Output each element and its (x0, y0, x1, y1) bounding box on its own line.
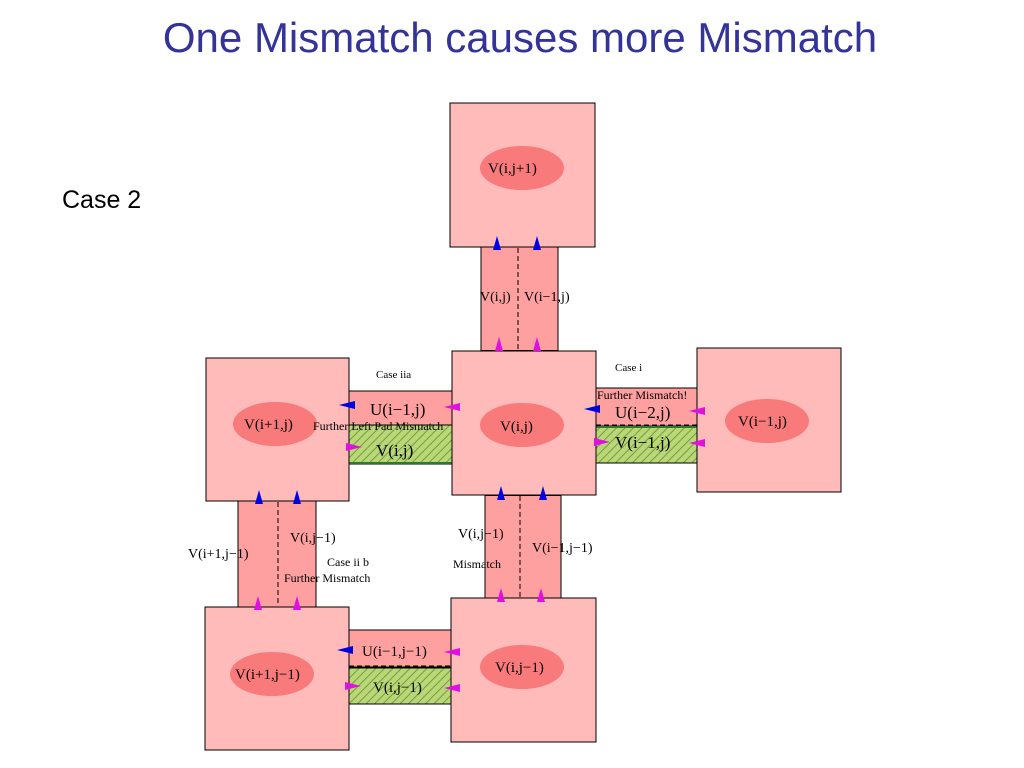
link-left-upper-label: U(i−1,j) (370, 400, 425, 419)
arrow-left-icon (337, 646, 353, 654)
annotation-case-iia: Case iia (376, 369, 411, 381)
cell-bottom-right-label: V(i,j−1) (495, 660, 544, 676)
arrow-left-icon (689, 407, 705, 415)
link-top-right-label: V(i−1,j) (524, 290, 570, 305)
arrow-left-icon (689, 439, 705, 447)
arrow-up-icon (495, 337, 503, 351)
cell-bottom-left-oval (230, 652, 314, 696)
link-left: V(i+1,j−1) V(i,j−1) (188, 500, 336, 608)
arrow-right-icon (594, 438, 610, 446)
annotation-further-mismatch: Further Mismatch (284, 571, 370, 585)
cell-bottom-right-oval (480, 645, 564, 689)
link-bottom-left-label: V(i,j−1) (458, 527, 504, 542)
case-label: Case 2 (62, 186, 142, 214)
arrow-up-icon (293, 596, 301, 610)
cell-bottom-right: V(i,j−1) (450, 597, 597, 743)
arrow-up-icon (254, 596, 262, 610)
link-top-left-label: V(i,j) (480, 290, 511, 305)
cell-right-label: V(i−1,j) (738, 414, 787, 430)
arrow-up-icon (533, 337, 541, 351)
arrow-up-icon (293, 490, 301, 504)
cell-top-label: V(i,j+1) (488, 161, 537, 177)
annotation-case-i: Case i (615, 362, 642, 374)
cell-top: V(i,j+1) (449, 102, 596, 248)
cell-center-label: V(i,j) (500, 419, 533, 435)
link-left-inner-label: V(i,j−1) (290, 531, 336, 546)
link-left-lower-label: V(i,j) (376, 441, 413, 460)
arrow-up-icon (497, 486, 505, 500)
cell-center-oval (480, 403, 564, 447)
cell-center: V(i,j) (451, 350, 597, 496)
link-right-upper-label: U(i−2,j) (615, 403, 670, 422)
arrow-left-icon (444, 684, 460, 692)
arrow-right-icon (346, 443, 362, 451)
cell-left-label: V(i+1,j) (244, 417, 293, 433)
link-bottom-right-label: V(i−1,j−1) (532, 541, 593, 556)
annotation-mismatch: Mismatch (453, 557, 501, 571)
annotation-further-left-pad: Further Left Pad Mismatch (313, 419, 443, 433)
arrow-right-icon (345, 682, 361, 690)
link-bottom-upper-label: U(i−1,j−1) (362, 644, 427, 660)
cell-right: V(i−1,j) (696, 347, 842, 493)
cell-right-oval (725, 399, 809, 443)
cell-left: V(i+1,j) (205, 357, 350, 502)
link-bottom: V(i,j−1) V(i−1,j−1) (458, 494, 593, 600)
arrow-left-icon (444, 403, 460, 411)
link-bottom-lower-label: V(i,j−1) (373, 680, 422, 696)
arrow-left-icon (444, 648, 460, 656)
link-horizontal-right: U(i−2,j) V(i−1,j) (595, 387, 698, 464)
arrow-left-icon (584, 405, 600, 413)
link-right-lower-label: V(i−1,j) (615, 433, 670, 452)
arrow-up-icon (255, 490, 263, 504)
link-left-outer-label: V(i+1,j−1) (188, 547, 249, 562)
arrow-up-icon (533, 236, 541, 250)
arrow-up-icon (539, 486, 547, 500)
slide-title: One Mismatch causes more Mismatch (162, 14, 878, 61)
annotation-case-iib: Case ii b (327, 555, 369, 569)
arrow-up-icon (493, 236, 501, 250)
cell-bottom-left: V(i+1,j−1) (204, 606, 350, 751)
link-top: V(i,j) V(i−1,j) (480, 246, 570, 352)
cell-left-oval (233, 402, 317, 446)
link-horizontal-bottom: U(i−1,j−1) V(i,j−1) (348, 629, 452, 705)
cell-top-oval (480, 146, 564, 190)
arrow-left-icon (339, 401, 355, 409)
arrow-up-icon (537, 588, 545, 602)
arrow-up-icon (497, 588, 505, 602)
cell-bottom-left-label: V(i+1,j−1) (235, 667, 300, 683)
annotation-further-mismatch-excl: Further Mismatch! (597, 388, 687, 402)
